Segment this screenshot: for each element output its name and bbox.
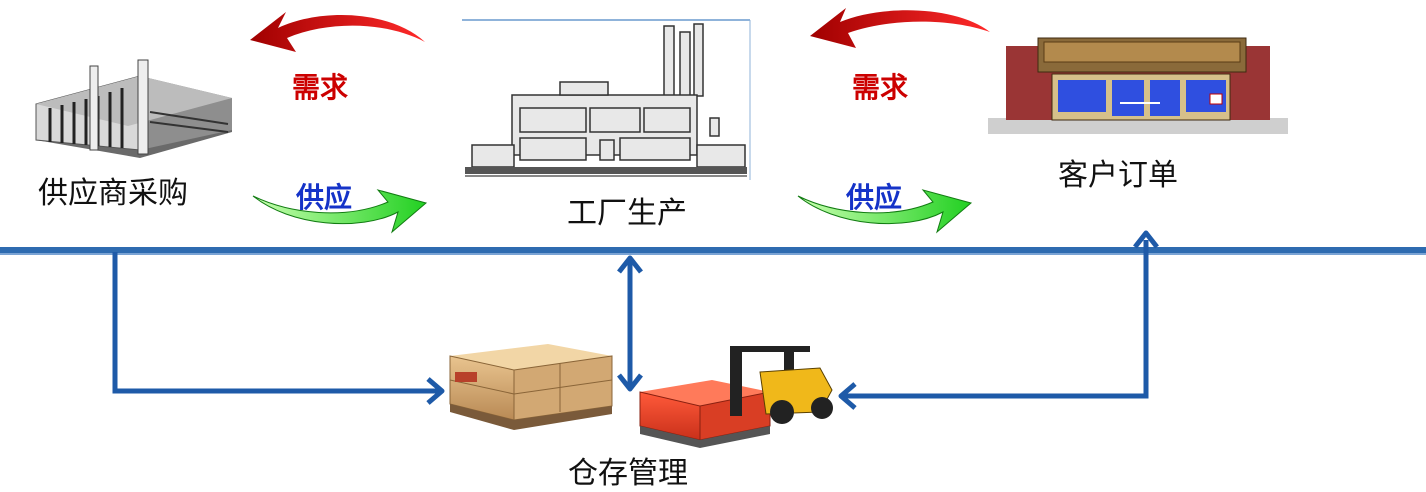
factory-warehouse-connector xyxy=(617,255,643,392)
demand-arrow-right xyxy=(810,8,990,48)
office-building-icon xyxy=(35,59,232,158)
supply-label-left: 供应 xyxy=(296,181,353,214)
supplier-label: 供应商采购 xyxy=(38,176,188,211)
demand-label-right: 需求 xyxy=(852,71,909,104)
main-flow-line xyxy=(0,247,1426,255)
factory-label: 工厂生产 xyxy=(567,196,687,231)
supply-arrow-right xyxy=(797,189,973,234)
warehouse-label: 仓存管理 xyxy=(568,456,688,491)
demand-label-left: 需求 xyxy=(292,71,349,104)
customer-label: 客户订单 xyxy=(1058,158,1178,193)
supply-label-right: 供应 xyxy=(846,181,903,214)
customer-warehouse-connector xyxy=(838,230,1159,410)
supplier-to-warehouse-connector xyxy=(112,252,445,405)
storefront-icon xyxy=(988,37,1288,134)
factory-icon xyxy=(462,19,752,180)
supply-arrow-left xyxy=(252,189,428,234)
demand-arrow-left xyxy=(250,12,425,52)
pallet-forklift-icon xyxy=(449,344,833,448)
